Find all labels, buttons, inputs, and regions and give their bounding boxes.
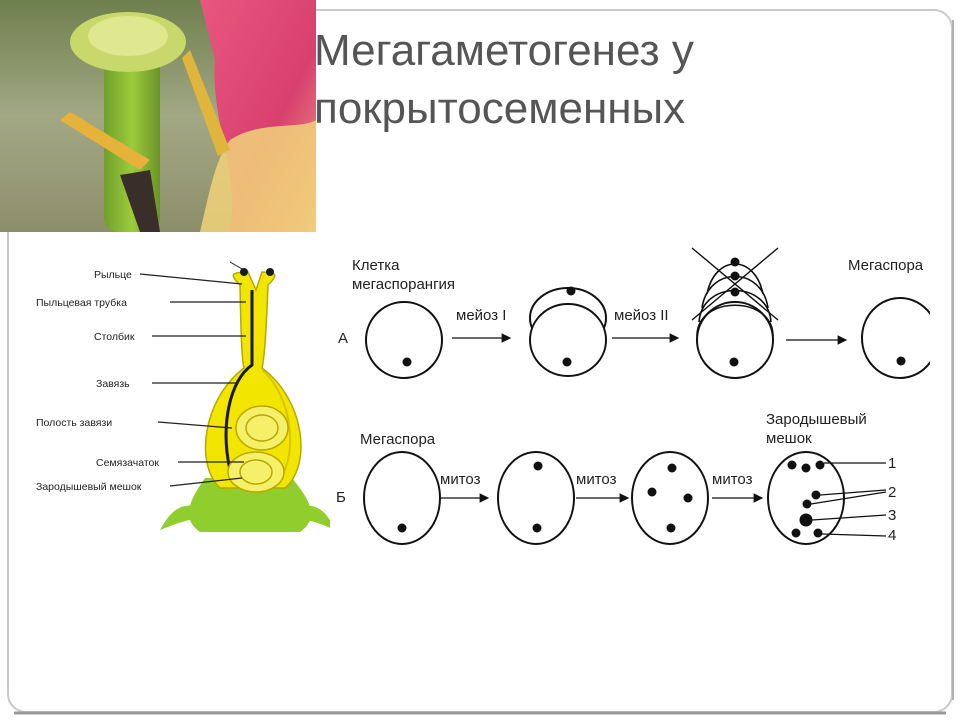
cell-b3 xyxy=(632,452,708,544)
label-megaspore-a: Мегаспора xyxy=(848,257,924,274)
number-1: 1 xyxy=(888,455,896,472)
number-3: 3 xyxy=(888,507,896,524)
label-embryo-sac: Зародышевый мешок xyxy=(36,481,142,493)
number-4: 4 xyxy=(888,527,896,544)
number-2: 2 xyxy=(888,484,896,501)
cell-b2 xyxy=(498,452,574,544)
label-mitosis-2: митоз xyxy=(576,471,617,488)
label-mitosis-3: митоз xyxy=(712,471,753,488)
cell-b1 xyxy=(364,452,440,544)
slide-title: Мегагаметогенез у покрытосеменных xyxy=(314,22,934,138)
title-line-1: Мегагаметогенез у xyxy=(314,26,694,75)
label-stigma: Рыльце xyxy=(94,269,132,281)
label-ovary-cavity: Полость завязи xyxy=(36,417,112,429)
label-ovary: Завязь xyxy=(96,378,130,390)
cell-a2 xyxy=(530,287,606,377)
cell-a3 xyxy=(692,248,778,378)
label-embryo-sac-line2: мешок xyxy=(766,430,812,447)
label-megasporangium-line2: мегаспорангия xyxy=(352,276,455,293)
label-meiosis-2: мейоз II xyxy=(614,307,669,324)
label-meiosis-1: мейоз I xyxy=(456,307,506,324)
cell-b4-embryo-sac xyxy=(768,452,844,544)
label-megaspore-b: Мегаспора xyxy=(360,431,436,448)
cell-a4 xyxy=(862,298,930,378)
title-line-2: покрытосеменных xyxy=(314,84,685,133)
cell-a1 xyxy=(366,302,442,378)
row-b-letter: Б xyxy=(336,489,346,506)
pistil-diagram: Рыльце Пыльцевая трубка Столбик Завязь П… xyxy=(30,250,330,550)
label-ovule: Семязачаток xyxy=(96,457,159,469)
row-a-letter: А xyxy=(338,330,348,347)
pistil xyxy=(206,262,301,492)
label-embryo-sac-line1: Зародышевый xyxy=(766,411,867,428)
megagametogenesis-scheme: А Клетка мегаспорангия мейоз I мейоз II … xyxy=(330,240,930,560)
tulip-photo xyxy=(0,0,316,232)
label-pollen-tube: Пыльцевая трубка xyxy=(36,297,127,309)
label-megasporangium-line1: Клетка xyxy=(352,257,400,274)
label-style: Столбик xyxy=(94,331,135,343)
label-mitosis-1: митоз xyxy=(440,471,481,488)
